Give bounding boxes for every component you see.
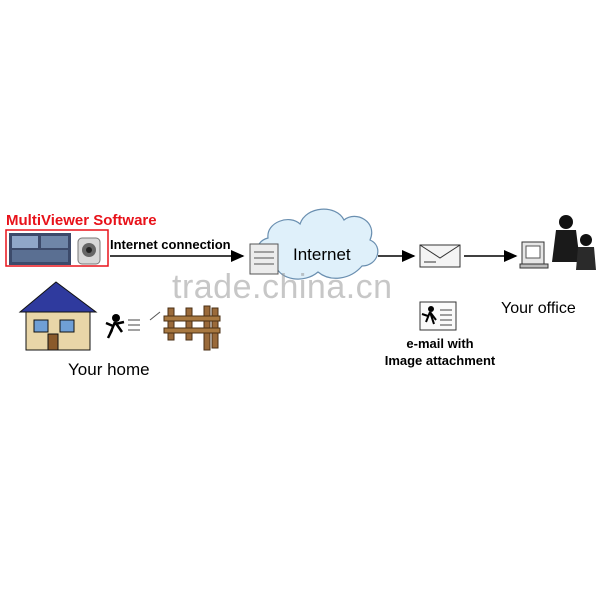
internet-label: Internet <box>293 245 351 264</box>
watermark: trade.china.cn <box>172 268 393 306</box>
attachment-icon <box>419 301 457 331</box>
house-icon <box>18 281 98 351</box>
software-screenshot <box>5 229 109 267</box>
server-icon <box>249 243 279 275</box>
camera-icon <box>77 237 101 265</box>
office-workers-icon <box>519 215 596 270</box>
email-label-line2: Image attachment <box>384 353 496 368</box>
email-icon <box>419 244 461 268</box>
fence-icon <box>149 305 221 351</box>
email-label: e-mail with Image attachment <box>378 335 502 369</box>
intruder-icon <box>105 314 140 339</box>
connection-label: Internet connection <box>110 237 231 252</box>
office-label: Your office <box>501 300 576 317</box>
software-label: MultiViewer Software <box>6 212 157 229</box>
home-label: Your home <box>68 360 150 379</box>
email-label-line1: e-mail with <box>406 336 474 351</box>
internet-cloud <box>256 208 379 280</box>
